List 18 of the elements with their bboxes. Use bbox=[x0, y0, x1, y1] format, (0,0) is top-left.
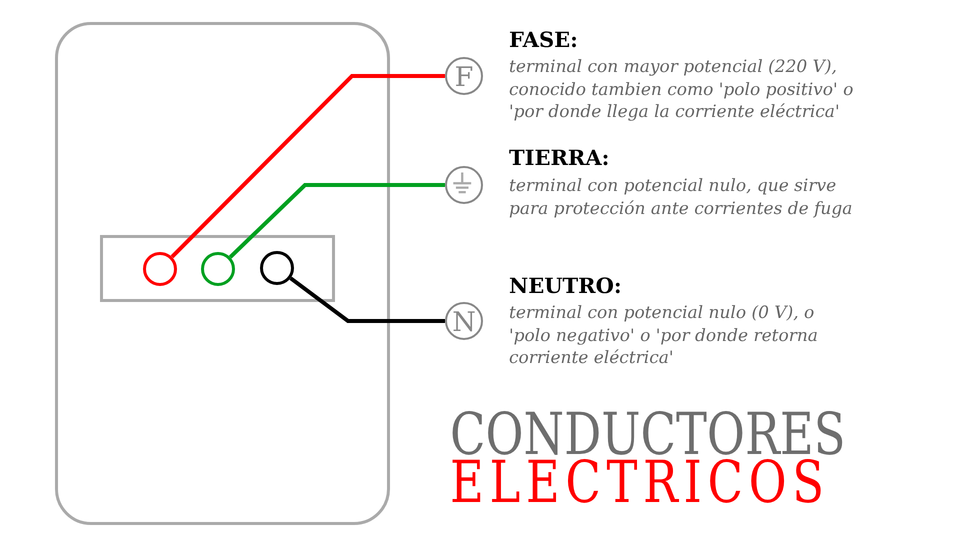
wire bbox=[170, 74, 445, 258]
wire bbox=[289, 276, 445, 323]
wire bbox=[228, 183, 445, 259]
terminal-ring-icon bbox=[143, 252, 177, 286]
terminal-ring-icon bbox=[201, 252, 235, 286]
title: CONDUCTORES ELECTRICOS bbox=[450, 410, 846, 506]
terminal-block bbox=[100, 235, 335, 302]
circled-letter: N bbox=[445, 302, 483, 340]
terminal-ring-icon bbox=[260, 251, 294, 285]
description-text: terminal con potencial nulo (0 V), o 'polo negativo' o 'por donde retorna corriente eléctrica' bbox=[509, 302, 819, 370]
outlet-plate bbox=[55, 22, 390, 525]
circled-letter: F bbox=[445, 57, 483, 95]
description-text: terminal con potencial nulo, que sirve para protección ante corrientes de fuga bbox=[509, 175, 854, 220]
section-heading: NEUTRO: bbox=[509, 273, 622, 299]
section-heading: TIERRA: bbox=[509, 145, 610, 171]
section-heading: FASE: bbox=[509, 27, 578, 53]
description-text: terminal con mayor potencial (220 V), conocido tambien como 'polo positivo' o 'por donde llega la corriente eléctrica' bbox=[509, 56, 854, 124]
ground-symbol-icon bbox=[445, 166, 483, 204]
